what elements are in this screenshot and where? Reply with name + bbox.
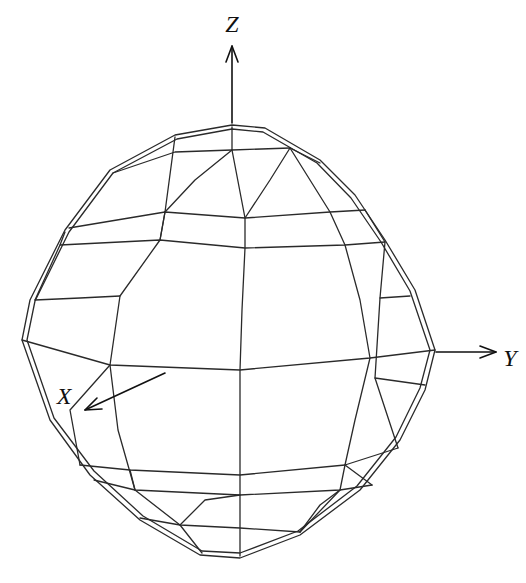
x-arrowhead bbox=[85, 398, 102, 410]
mesh-line bbox=[130, 470, 135, 490]
mesh-line bbox=[365, 210, 398, 448]
mesh-line bbox=[245, 148, 290, 218]
y-arrowhead bbox=[480, 346, 496, 358]
mesh-line bbox=[69, 210, 365, 228]
axis-label: Z bbox=[225, 12, 238, 36]
mesh-line bbox=[113, 148, 320, 173]
mesh-line bbox=[70, 365, 110, 465]
mesh-line bbox=[60, 240, 385, 248]
mesh-line bbox=[345, 465, 372, 485]
mesh-line bbox=[380, 296, 410, 298]
x-axis bbox=[85, 373, 165, 410]
mesh-line bbox=[165, 150, 232, 212]
mesh-line bbox=[140, 518, 300, 532]
body-outline bbox=[22, 125, 435, 558]
z-axis bbox=[231, 46, 233, 123]
mesh-line bbox=[180, 495, 240, 525]
body-outline-inner bbox=[27, 129, 430, 553]
mesh-line bbox=[80, 448, 398, 475]
axis-label: X bbox=[57, 384, 72, 408]
mesh-line bbox=[375, 378, 425, 385]
axis-label: Y bbox=[503, 346, 516, 370]
z-arrowhead bbox=[226, 46, 238, 62]
mesh-line bbox=[232, 127, 245, 556]
mesh-line bbox=[300, 490, 340, 532]
mesh-line bbox=[22, 340, 435, 370]
mesh-line bbox=[35, 296, 120, 300]
mesh-line bbox=[110, 137, 202, 553]
mesh-line bbox=[35, 232, 65, 300]
y-axis bbox=[436, 351, 496, 353]
mesh-line bbox=[160, 212, 165, 240]
mesh-line bbox=[94, 480, 372, 495]
